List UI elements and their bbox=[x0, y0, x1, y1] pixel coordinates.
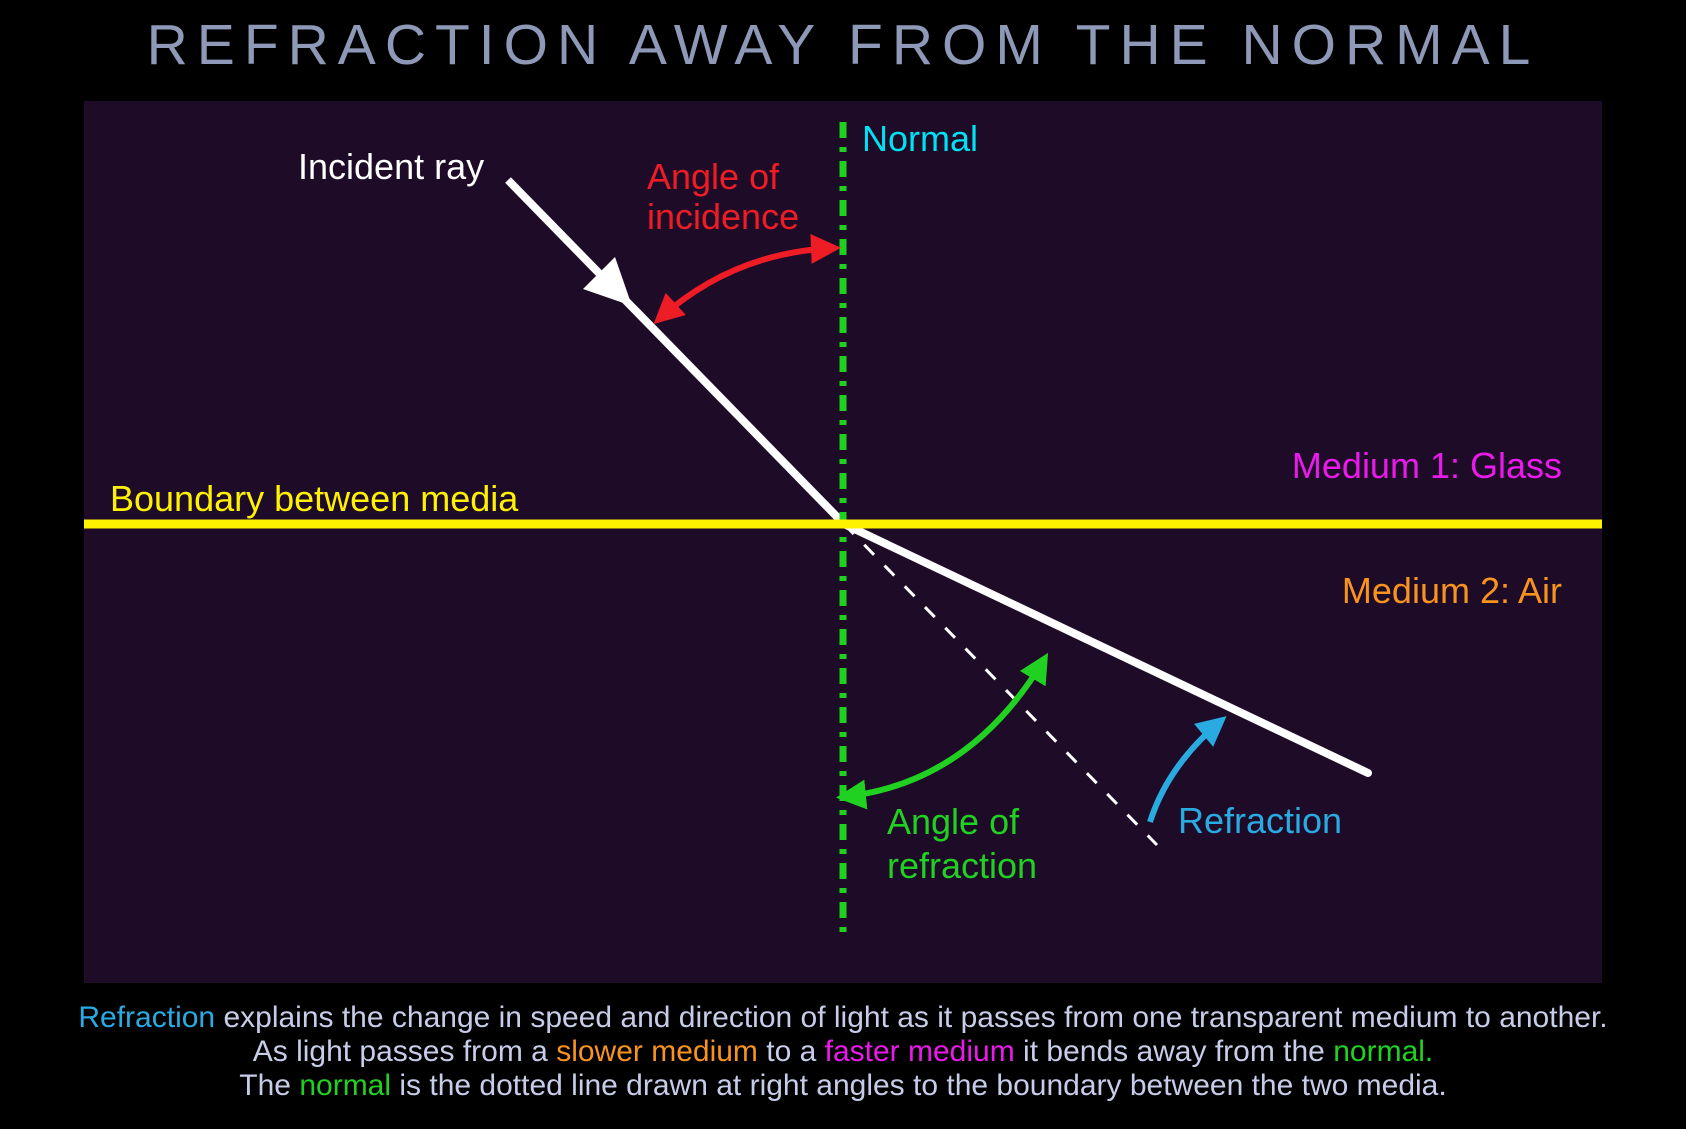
angle-of-incidence-label-line2: incidence bbox=[647, 196, 799, 237]
caption-line-3: The normal is the dotted line drawn at r… bbox=[0, 1069, 1686, 1103]
diagram-panel: Incident ray Angle of incidence Normal B… bbox=[84, 101, 1602, 983]
caption-normal-word-line2: normal. bbox=[1333, 1035, 1434, 1068]
medium1-label: Medium 1: Glass bbox=[1292, 445, 1562, 486]
normal-label: Normal bbox=[862, 118, 978, 159]
caption-line1-rest: explains the change in speed and directi… bbox=[215, 1001, 1608, 1034]
caption-line2-s1: As light passes from a bbox=[252, 1035, 557, 1068]
caption-slower-medium-word: slower medium bbox=[556, 1035, 758, 1068]
refraction-pointer-arrow bbox=[1147, 716, 1227, 823]
caption-line2-s3: it bends away from the bbox=[1014, 1035, 1334, 1068]
medium2-label: Medium 2: Air bbox=[1342, 570, 1562, 611]
caption-line3-s2: is the dotted line drawn at right angles… bbox=[391, 1069, 1447, 1102]
angle-of-refraction-label-line2: refraction bbox=[887, 845, 1037, 886]
caption-line3-s1: The bbox=[239, 1069, 300, 1102]
caption-line2-s2: to a bbox=[757, 1035, 825, 1068]
incident-ray-line bbox=[505, 177, 847, 527]
caption-line-2: As light passes from a slower medium to … bbox=[0, 1035, 1686, 1069]
caption-normal-word-line3: normal bbox=[299, 1069, 392, 1102]
angle-of-refraction-label-line1: Angle of bbox=[887, 801, 1020, 842]
caption: Refraction explains the change in speed … bbox=[0, 1001, 1686, 1103]
angle-of-refraction-arrow bbox=[836, 652, 1049, 810]
angle-of-incidence-arrow bbox=[653, 233, 841, 325]
caption-refraction-word: Refraction bbox=[78, 1001, 216, 1034]
caption-faster-medium-word: faster medium bbox=[824, 1035, 1015, 1068]
refracted-ray-line bbox=[840, 520, 1372, 777]
incident-ray-label: Incident ray bbox=[298, 146, 484, 187]
page-title: REFRACTION AWAY FROM THE NORMAL bbox=[146, 13, 1540, 77]
caption-line-1: Refraction explains the change in speed … bbox=[0, 1001, 1686, 1035]
angle-of-incidence-label-line1: Angle of bbox=[647, 156, 780, 197]
boundary-label: Boundary between media bbox=[110, 478, 519, 519]
refraction-label: Refraction bbox=[1178, 800, 1342, 841]
refraction-diagram: Incident ray Angle of incidence Normal B… bbox=[84, 118, 1602, 938]
incident-ray-arrowhead bbox=[583, 257, 632, 306]
undeviated-ray-dashed-line bbox=[842, 522, 1159, 847]
